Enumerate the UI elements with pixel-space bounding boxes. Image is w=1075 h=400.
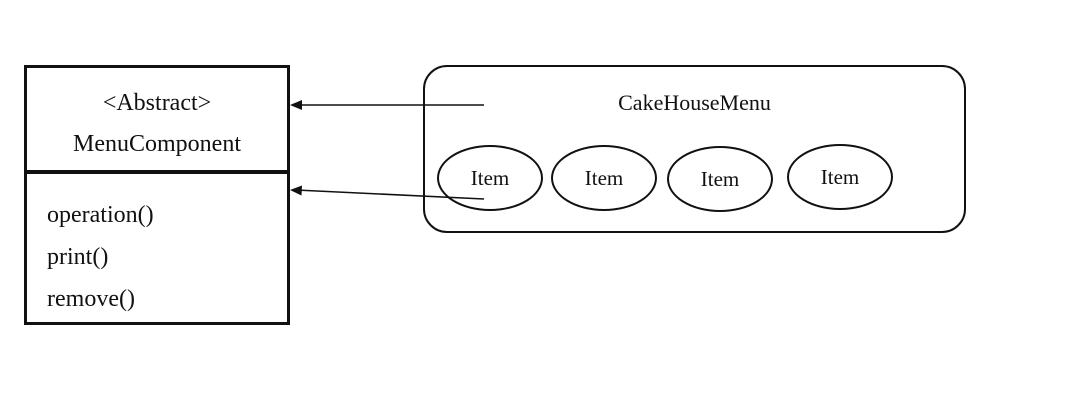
arrowhead-menu [290,100,302,110]
class-stereotype: <Abstract> [102,90,212,116]
arrowhead-item [290,185,302,196]
item-ellipse-3: Item [667,146,773,212]
menu-component-class-box: <Abstract> MenuComponent operation() pri… [24,65,290,325]
method-operation: operation() [47,202,154,228]
cake-house-menu-box: CakeHouseMenu Item Item Item Item [423,65,966,233]
item-ellipse-2: Item [551,145,657,211]
method-remove: remove() [47,286,135,312]
class-name: MenuComponent [73,131,241,157]
class-method-list: operation() print() remove() [47,194,154,320]
item-ellipse-1: Item [437,145,543,211]
class-header: <Abstract> MenuComponent [27,68,287,174]
menu-box-title: CakeHouseMenu [618,90,771,115]
item-ellipse-4: Item [787,144,893,210]
method-print: print() [47,244,109,270]
